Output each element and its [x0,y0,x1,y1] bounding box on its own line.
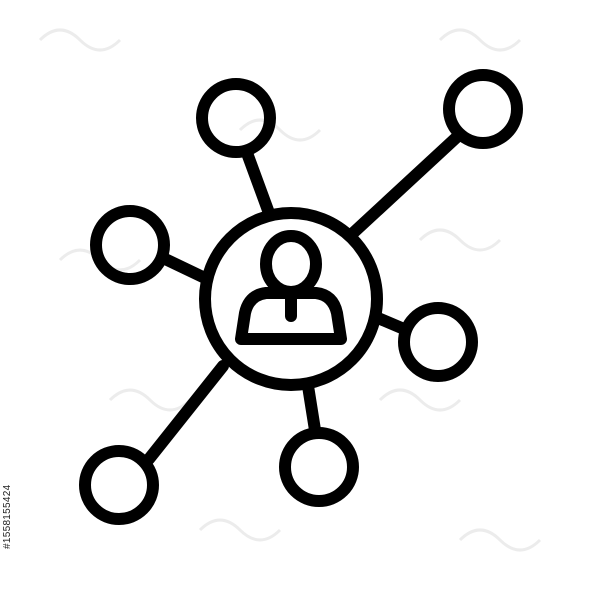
connector-line-bottom [302,380,321,436]
node-circle-top-right [443,69,523,149]
connector-line-right [372,312,410,335]
node-circle-bottom [279,427,359,507]
central-hub-circle [199,207,383,391]
stock-image-id: #1558155424 [2,484,13,550]
person-body [235,287,347,345]
connector-line-left [157,252,213,285]
connector-line-top-right [346,130,464,240]
connector-line-top [241,147,275,219]
connector-line-bottom-left [143,360,229,465]
node-circle-bottom-left [79,445,159,525]
node-circle-top [196,78,276,158]
node-circle-right [398,302,478,382]
node-circle-left [90,205,170,285]
person-icon [235,230,347,345]
person-head [260,230,322,298]
